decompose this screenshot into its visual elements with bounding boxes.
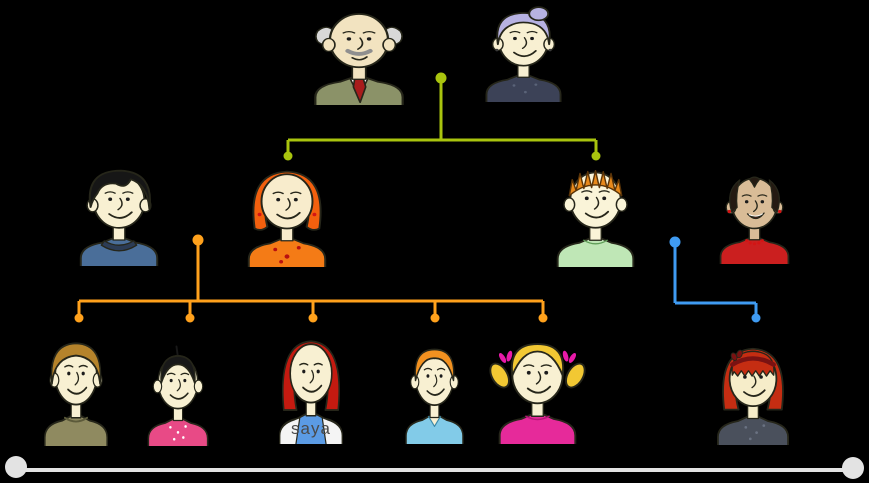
timeline-right-handle[interactable] [842,457,864,479]
father-figure [79,169,159,266]
connector-dot [751,313,761,323]
saya-label: saya [291,419,331,438]
aunt-portrait [711,167,798,264]
grandmother-figure [485,6,562,102]
child-1-figure [44,342,108,446]
sibling-1-portrait [36,333,116,446]
connector-dot [283,151,293,161]
timeline-left-handle[interactable] [5,456,27,478]
connector-dot [591,151,601,161]
sibling-5-portrait [489,333,586,444]
sibling-4-portrait [398,338,471,444]
connector-dot [192,234,204,246]
connector-dot [430,313,440,323]
aunt-figure [719,176,790,264]
child-2-figure [147,345,209,446]
connector-dot [74,313,84,323]
connector-dot [538,313,548,323]
connector-dot [435,72,447,84]
uncle-figure [556,170,635,267]
sibling-2-portrait [140,344,216,446]
mother-figure [247,170,327,267]
connector-dot [308,313,318,323]
mother-portrait [238,162,336,267]
grandmother-portrait [476,3,571,102]
cousin-figure [717,347,789,445]
child-5-figure [489,343,586,444]
connector-dot [669,236,681,248]
uncle-portrait [547,160,644,267]
father-portrait [70,162,168,266]
self-saya-portrait [271,331,351,444]
cousin-portrait [708,339,798,445]
grandfather-portrait [303,2,415,105]
child-3-saya-figure [279,340,343,444]
timeline-track[interactable] [12,468,857,472]
connector-dot [185,313,195,323]
child-4-figure [405,348,464,444]
grandfather-figure [314,13,404,105]
